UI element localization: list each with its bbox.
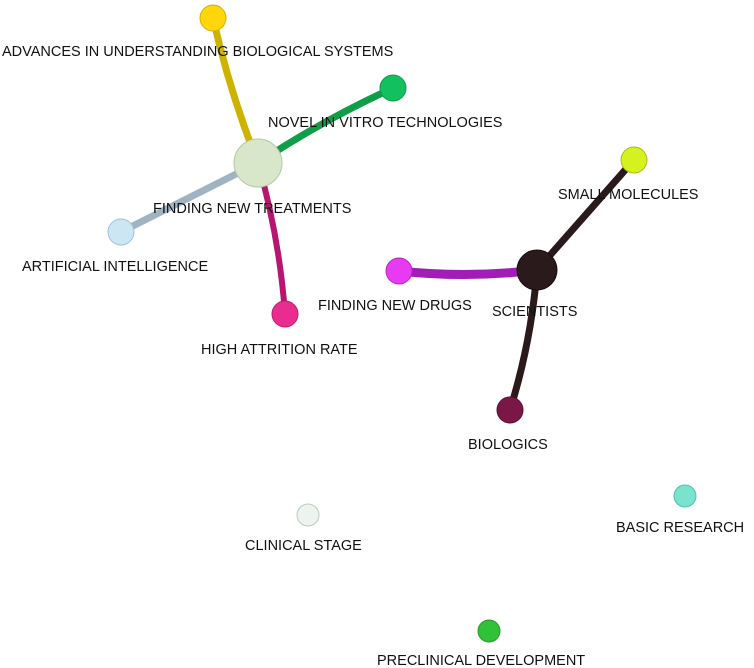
node-label-smallmol: SMALL MOLECULES — [558, 187, 698, 203]
node-biologics[interactable] — [496, 396, 524, 424]
edge-scientists-drugs — [394, 265, 542, 279]
node-label-biologics: BIOLOGICS — [468, 437, 548, 453]
node-ai[interactable] — [107, 218, 135, 246]
labels-layer: ADVANCES IN UNDERSTANDING BIOLOGICAL SYS… — [2, 44, 744, 668]
node-label-clinical: CLINICAL STAGE — [245, 538, 362, 554]
node-preclinical[interactable] — [477, 619, 501, 643]
node-label-ai: ARTIFICIAL INTELLIGENCE — [22, 259, 208, 275]
node-label-attrition: HIGH ATTRITION RATE — [201, 342, 358, 358]
node-label-drugs: FINDING NEW DRUGS — [318, 298, 472, 314]
node-advances[interactable] — [199, 4, 227, 32]
node-attrition[interactable] — [271, 300, 299, 328]
nodes-layer — [107, 4, 697, 643]
edge-scientists-biologics — [506, 266, 541, 414]
node-label-advances: ADVANCES IN UNDERSTANDING BIOLOGICAL SYS… — [2, 44, 393, 60]
node-label-scientists: SCIENTISTS — [492, 304, 577, 320]
node-drugs[interactable] — [385, 257, 413, 285]
node-smallmol[interactable] — [620, 146, 648, 174]
node-basic[interactable] — [673, 484, 697, 508]
node-label-treatments: FINDING NEW TREATMENTS — [153, 201, 351, 217]
node-label-invitro: NOVEL IN VITRO TECHNOLOGIES — [268, 115, 502, 131]
node-treatments[interactable] — [233, 138, 283, 188]
node-scientists[interactable] — [516, 249, 558, 291]
node-label-preclinical: PRECLINICAL DEVELOPMENT — [377, 653, 585, 668]
edge-scientists-smallmol — [533, 156, 638, 274]
node-invitro[interactable] — [379, 74, 407, 102]
node-clinical[interactable] — [296, 503, 320, 527]
node-label-basic: BASIC RESEARCH — [616, 520, 744, 536]
